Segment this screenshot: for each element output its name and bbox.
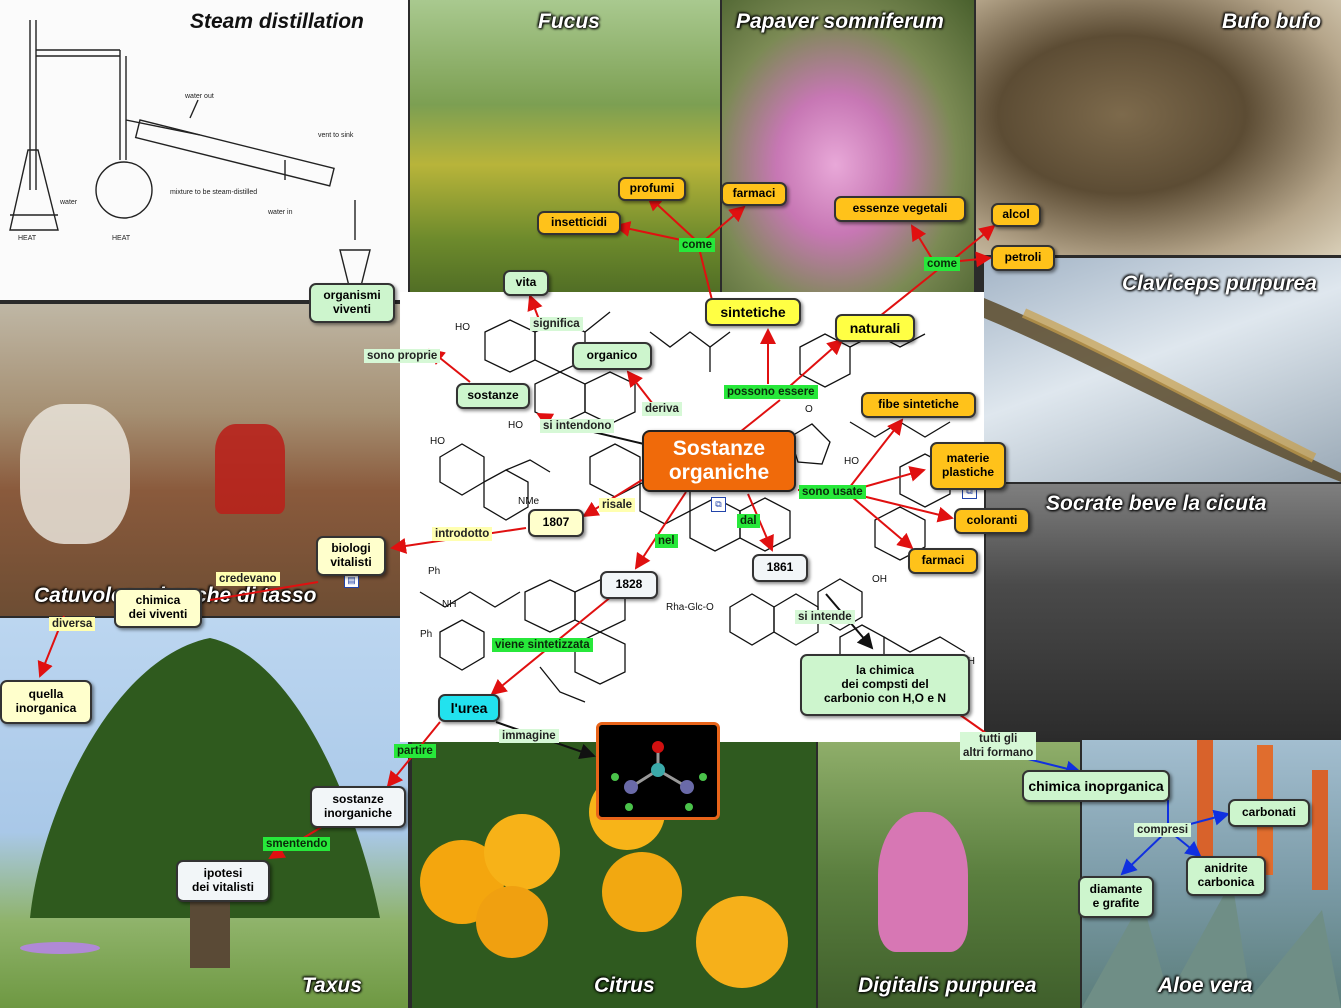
node-petroli[interactable]: petroli xyxy=(991,245,1055,271)
node-chimica-inorganica[interactable]: chimica inoprganica xyxy=(1022,770,1170,802)
panel-papaver: Papaver somniferum xyxy=(722,0,974,300)
link-credevano[interactable]: credevano xyxy=(216,572,280,586)
struct-label-ho2: HO xyxy=(508,420,523,431)
node-alcol[interactable]: alcol xyxy=(991,203,1041,227)
node-quella-inorganica[interactable]: quella inorganica xyxy=(0,680,92,724)
struct-label-ho3: HO xyxy=(430,436,445,447)
steam-apparatus-drawing: water out vent to sink water mixture to … xyxy=(0,0,408,300)
link-si-intendono[interactable]: si intendono xyxy=(540,419,614,433)
struct-label-nme: NMe xyxy=(518,496,540,507)
link-possono-essere[interactable]: possono essere xyxy=(724,385,818,399)
node-vita[interactable]: vita xyxy=(503,270,549,296)
struct-label-oh1: OH xyxy=(872,574,887,585)
link-smentendo[interactable]: smentendo xyxy=(263,837,330,851)
link-significa[interactable]: significa xyxy=(530,317,583,331)
title-bufo: Bufo bufo xyxy=(1222,10,1321,34)
node-profumi[interactable]: profumi xyxy=(618,177,686,201)
node-chimica-carbonio[interactable]: la chimica dei compsti del carbonio con … xyxy=(800,654,970,716)
link-introdotto[interactable]: introdotto xyxy=(432,527,492,541)
title-steam-distillation: Steam distillation xyxy=(190,10,364,34)
panel-fucus: Fucus xyxy=(410,0,720,300)
node-1828[interactable]: 1828 xyxy=(600,571,658,599)
node-materie-plastiche[interactable]: materie plastiche xyxy=(930,442,1006,490)
node-farmaci-top[interactable]: farmaci xyxy=(721,182,787,206)
node-sostanze[interactable]: sostanze xyxy=(456,383,530,409)
title-claviceps: Claviceps purpurea xyxy=(1122,272,1317,296)
node-organismi-viventi[interactable]: organismi viventi xyxy=(309,283,395,323)
node-1861[interactable]: 1861 xyxy=(752,554,808,582)
foxglove-flower xyxy=(878,812,968,952)
link-diversa[interactable]: diversa xyxy=(49,617,95,631)
link-partire[interactable]: partire xyxy=(394,744,436,758)
label-mixture: mixture to be steam-distilled xyxy=(170,189,257,196)
label-heat-1: HEAT xyxy=(18,235,37,242)
node-sintetiche[interactable]: sintetiche xyxy=(705,298,801,326)
link-immagine[interactable]: immagine xyxy=(499,729,559,743)
node-sostanze-inorganiche[interactable]: sostanze inorganiche xyxy=(310,786,406,828)
panel-steam-distillation: water out vent to sink water mixture to … xyxy=(0,0,408,300)
title-taxus: Taxus xyxy=(302,974,362,998)
link-dal[interactable]: dal xyxy=(737,514,760,528)
link-come-1[interactable]: come xyxy=(679,238,715,252)
link-deriva[interactable]: deriva xyxy=(642,402,682,416)
node-essenze-vegetali[interactable]: essenze vegetali xyxy=(834,196,966,222)
link-viene-sintetizzata[interactable]: viene sintetizzata xyxy=(492,638,593,652)
panel-socrate: Socrate beve la cicuta xyxy=(986,484,1341,738)
title-socrate: Socrate beve la cicuta xyxy=(1046,492,1267,516)
submap-icon[interactable]: ⧉ xyxy=(711,497,726,512)
node-1807[interactable]: 1807 xyxy=(528,509,584,537)
link-si-intende[interactable]: si intende xyxy=(795,610,855,624)
struct-label-nh: NH xyxy=(442,599,456,610)
node-naturali[interactable]: naturali xyxy=(835,314,915,342)
link-come-2[interactable]: come xyxy=(924,257,960,271)
struct-label-ho4: HO xyxy=(844,456,859,467)
label-water-in: water in xyxy=(267,209,293,216)
white-horse-figure xyxy=(20,404,130,544)
node-coloranti[interactable]: coloranti xyxy=(954,508,1030,534)
node-farmaci-right[interactable]: farmaci xyxy=(908,548,978,574)
title-citrus: Citrus xyxy=(594,974,655,998)
struct-label-rha: Rha-Glc-O xyxy=(666,602,714,613)
node-carbonati[interactable]: carbonati xyxy=(1228,799,1310,827)
node-chimica-viventi[interactable]: chimica dei viventi xyxy=(114,588,202,628)
link-nel[interactable]: nel xyxy=(655,534,678,548)
molecule-drawing xyxy=(599,725,717,817)
label-heat-2: HEAT xyxy=(112,235,131,242)
node-organico[interactable]: organico xyxy=(572,342,652,370)
node-anidrite-carbonica[interactable]: anidrite carbonica xyxy=(1186,856,1266,896)
struct-label-ho1: HO xyxy=(455,322,470,333)
title-papaver: Papaver somniferum xyxy=(736,10,944,34)
struct-label-o1: O xyxy=(805,404,813,415)
red-cloak-figure xyxy=(215,424,285,514)
node-diamante-grafite[interactable]: diamante e grafite xyxy=(1078,876,1154,918)
link-sono-proprie[interactable]: sono proprie xyxy=(364,349,440,363)
label-water-out: water out xyxy=(184,93,214,100)
struct-label-ph2: Ph xyxy=(420,629,432,640)
struct-label-ph1: Ph xyxy=(428,566,440,577)
node-urea[interactable]: l'urea xyxy=(438,694,500,722)
node-ipotesi-vitalisti[interactable]: ipotesi dei vitalisti xyxy=(176,860,270,902)
central-concept[interactable]: Sostanze organiche xyxy=(642,430,796,492)
link-sono-usate[interactable]: sono usate xyxy=(799,485,866,499)
title-fucus: Fucus xyxy=(538,10,600,34)
node-insetticidi[interactable]: insetticidi xyxy=(537,211,621,235)
label-vent: vent to sink xyxy=(318,132,354,139)
panel-claviceps: Claviceps purpurea xyxy=(984,258,1341,482)
node-fibre-sintetiche[interactable]: fibe sintetiche xyxy=(861,392,976,418)
title-digitalis: Digitalis purpurea xyxy=(858,974,1037,998)
node-biologi-vitalisti[interactable]: biologi vitalisti xyxy=(316,536,386,576)
urea-molecule-image[interactable] xyxy=(596,722,720,820)
title-aloe: Aloe vera xyxy=(1158,974,1253,998)
link-tutti-gli-altri[interactable]: tutti gli altri formano xyxy=(960,732,1036,760)
link-compresi[interactable]: compresi xyxy=(1134,823,1191,837)
label-water: water xyxy=(59,199,78,206)
link-risale[interactable]: risale xyxy=(599,498,635,512)
